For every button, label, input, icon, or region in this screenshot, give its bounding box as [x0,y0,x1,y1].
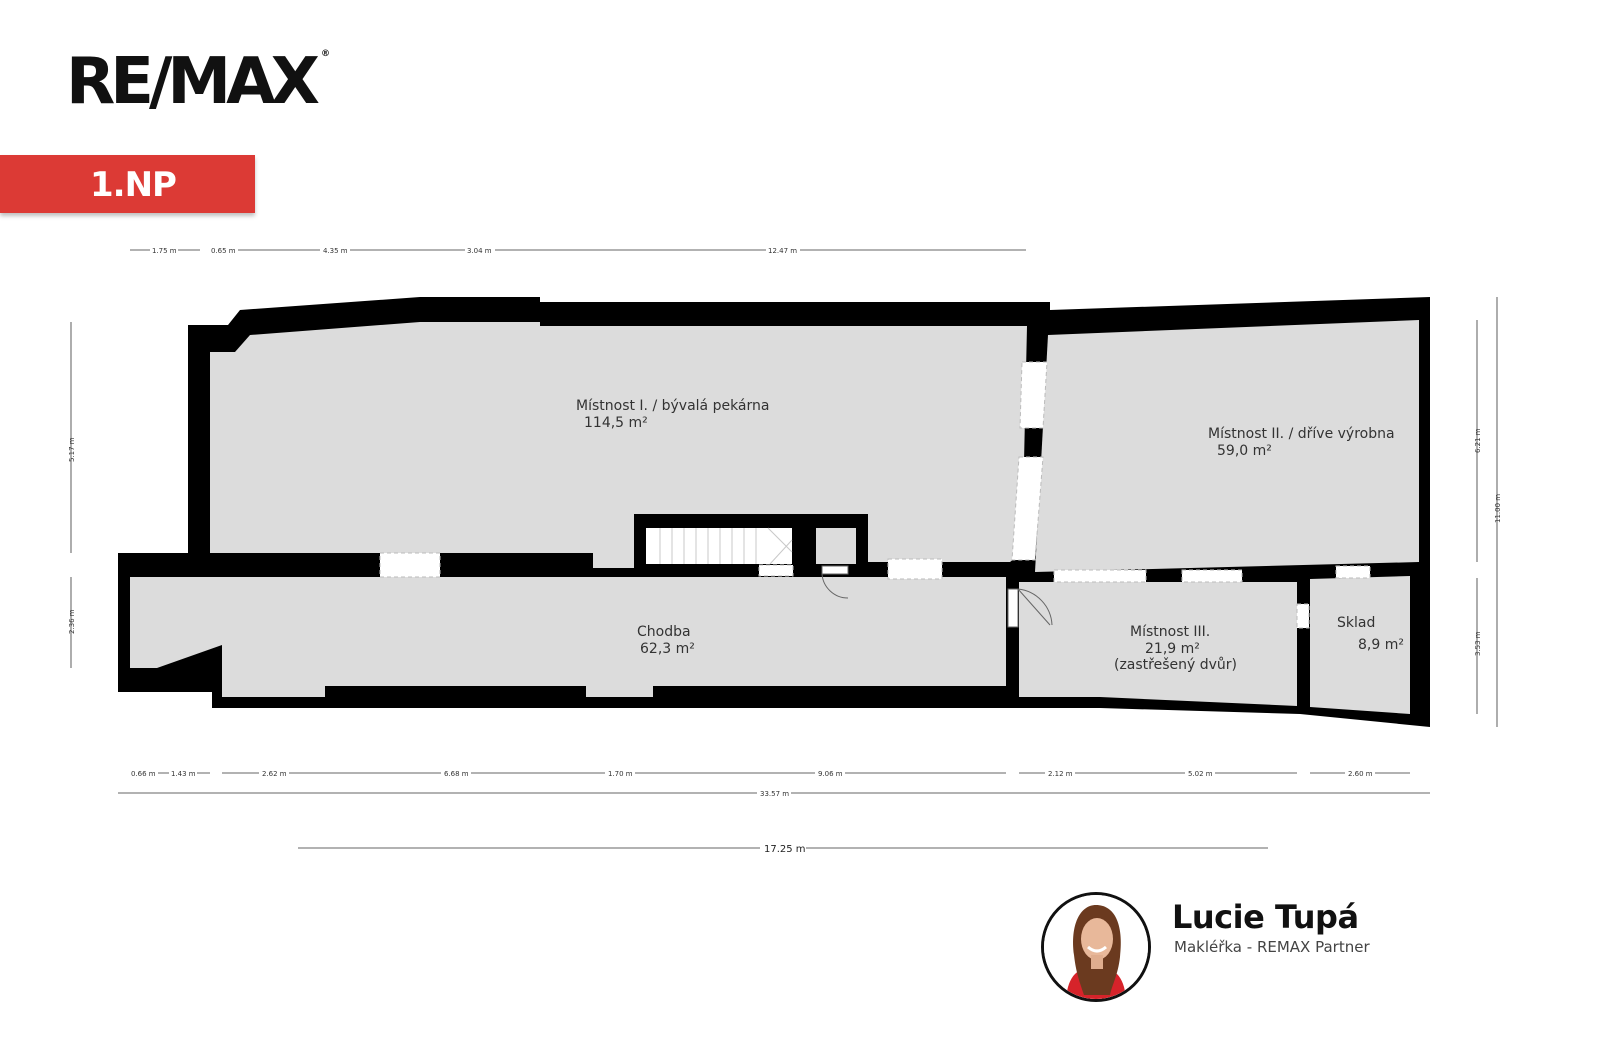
brand-mark: ® [320,49,330,59]
room-3-note: (zastřešený dvůr) [1114,657,1237,673]
dim-right-2: 3.53 m [1474,631,1482,656]
dim-bottom-1: 0.66 m [131,770,156,778]
agent-name: Lucie Tupá [1172,898,1359,936]
dim-bottom-6: 9.06 m [818,770,843,778]
room-3-name: Místnost III. [1130,624,1210,640]
brand-name: RE/MAX [66,45,320,119]
dim-top-3: 4.35 m [323,247,348,255]
bottom-dimension-labels: 0.66 m 1.43 m 2.62 m 6.68 m 1.70 m 9.06 … [128,768,1375,855]
dim-top-1: 1.75 m [152,247,177,255]
room-2-name: Místnost II. / dříve výrobna [1208,426,1395,442]
door-swings [821,565,1053,628]
right-dimensions [1476,297,1498,727]
bottom-dimensions [118,772,1430,849]
corridor-name: Chodba [637,624,691,640]
floor-tag: 1.NP [0,155,255,213]
openings [379,361,1371,629]
dim-bottom-5: 1.70 m [608,770,633,778]
room-2-floor [1035,320,1419,572]
dim-bottom-9: 2.60 m [1348,770,1373,778]
dim-top-5: 12.47 m [768,247,797,255]
dim-top-2: 0.65 m [211,247,236,255]
agent-portrait-icon [1044,895,1148,999]
staircase [646,527,856,565]
storage-floor [1310,576,1410,714]
remax-logo: RE/MAX® [66,49,330,115]
dim-bottom-4: 6.68 m [444,770,469,778]
dim-right-1: 6.21 m [1474,428,1482,453]
dim-bottom-2: 1.43 m [171,770,196,778]
top-dimension-labels: 1.75 m 0.65 m 4.35 m 3.04 m 12.47 m [150,245,800,255]
dim-left-2: 2.36 m [68,609,76,634]
storage-name: Sklad [1337,615,1375,631]
room-floors [130,320,1419,714]
room-1-floor [210,322,1027,568]
storage-area: 8,9 m² [1358,637,1404,653]
dim-top-4: 3.04 m [467,247,492,255]
dim-total: 33.57 m [760,790,789,798]
dim-bottom-7: 2.12 m [1048,770,1073,778]
dim-bottom-3: 2.62 m [262,770,287,778]
corridor-floor [130,577,1006,697]
agent-avatar [1041,892,1151,1002]
agent-role: Makléřka - REMAX Partner [1174,938,1370,956]
right-dimension-labels: 6.21 m 3.53 m 11.00 m [1474,428,1502,656]
dim-left-1: 5.17 m [68,437,76,462]
room-labels: Místnost I. / bývalá pekárna 114,5 m² Mí… [576,398,1404,673]
floor-label: 1.NP [90,165,177,205]
dim-extra: 17.25 m [764,844,806,855]
room-1-area: 114,5 m² [584,415,648,431]
dim-right-total: 11.00 m [1494,494,1502,523]
corridor-area: 62,3 m² [640,641,695,657]
room-3-area: 21,9 m² [1145,641,1200,657]
room-2-area: 59,0 m² [1217,443,1272,459]
left-dimension-labels: 5.17 m 2.36 m [68,437,76,634]
room-1-name: Místnost I. / bývalá pekárna [576,398,769,414]
dim-bottom-8: 5.02 m [1188,770,1213,778]
room-3-floor [1019,582,1297,706]
